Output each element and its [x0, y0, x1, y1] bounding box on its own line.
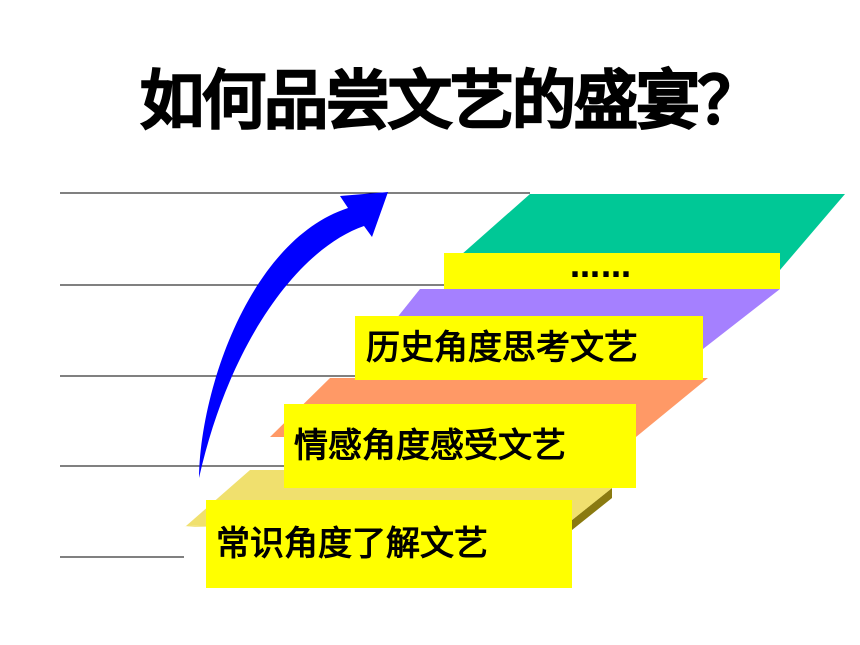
step-1-text: 常识角度了解文艺 [216, 524, 488, 564]
step-4-label: …… [444, 253, 780, 289]
step-2-text: 情感角度感受文艺 [294, 426, 566, 466]
step-4-text: …… [570, 250, 632, 285]
step-3-label: 历史角度思考文艺 [355, 316, 703, 380]
curved-up-arrow-icon [199, 192, 388, 478]
step-4-plate [444, 194, 845, 270]
step-1-label: 常识角度了解文艺 [206, 500, 572, 588]
step-1-side [572, 488, 612, 530]
page-title: 如何品尝文艺的盛宴？ [139, 65, 763, 139]
step-2-label: 情感角度感受文艺 [284, 404, 636, 488]
step-3-text: 历史角度思考文艺 [366, 328, 638, 368]
